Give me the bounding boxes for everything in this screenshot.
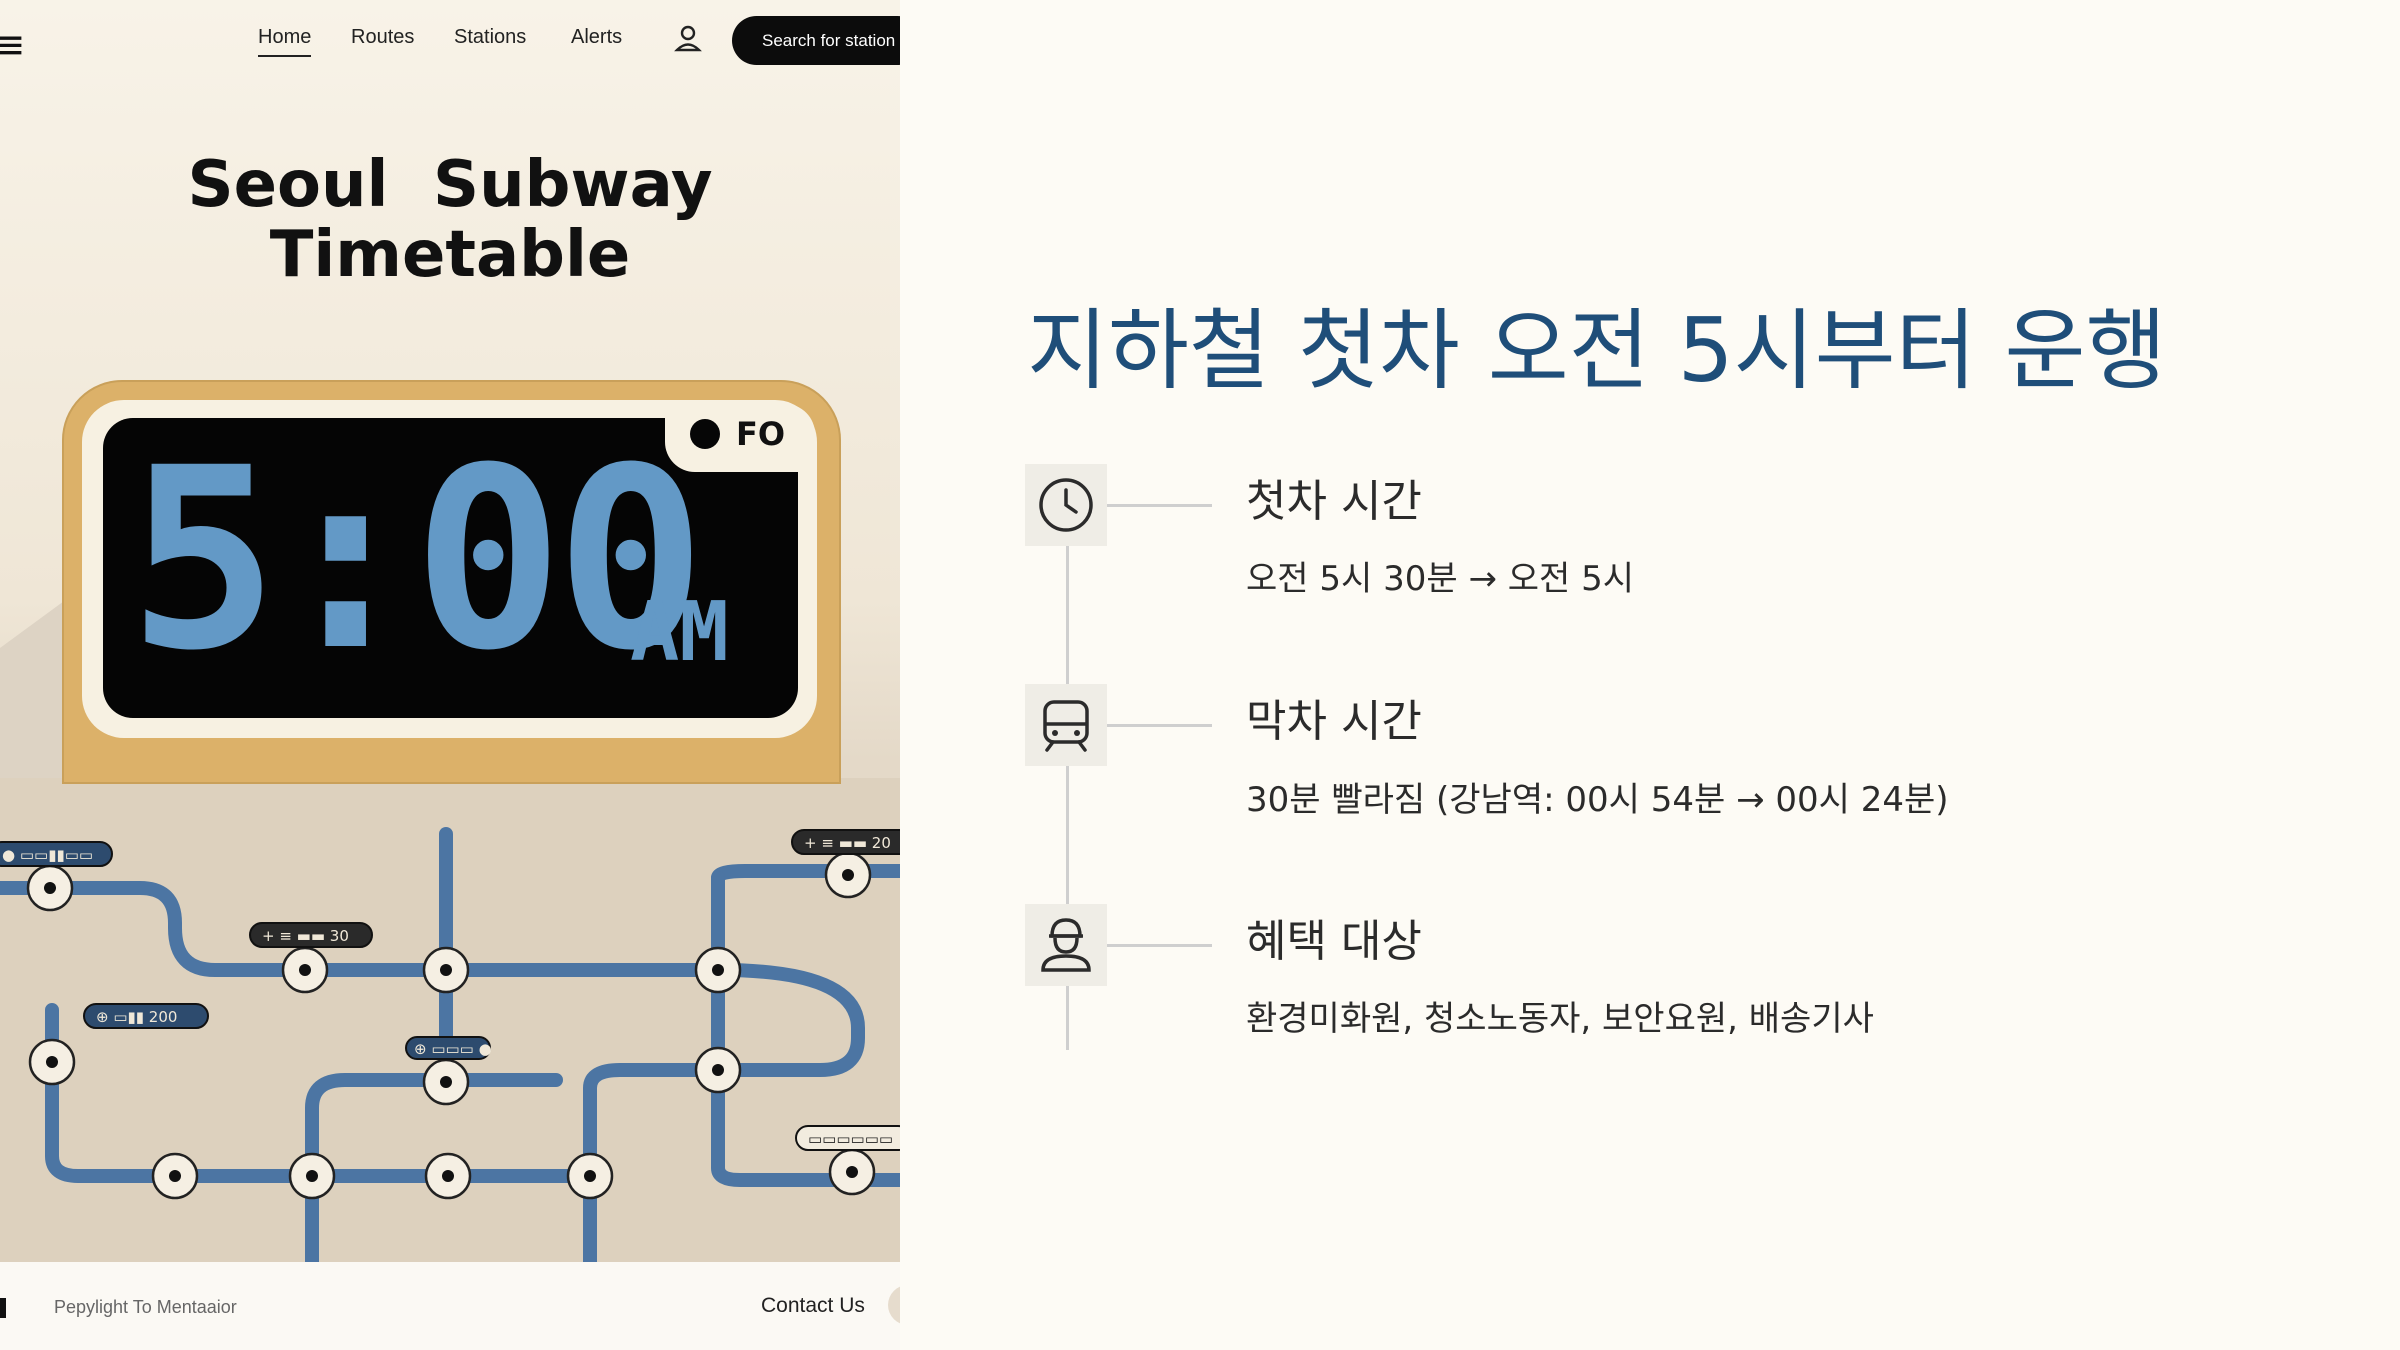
map-label: + ≡ ▬▬ 30 (249, 922, 373, 948)
footer-button-edge[interactable] (888, 1285, 900, 1325)
alarm-tab-label: FO (736, 415, 786, 453)
item-text-last-train: 30분 빨라짐 (강남역: 00시 54분 → 00시 24분) (1246, 780, 1949, 820)
search-station-button[interactable]: Search for station (732, 16, 900, 65)
station-marker (424, 1152, 472, 1200)
footer (0, 1262, 900, 1350)
logo-icon: ≡ (0, 22, 26, 68)
nav-home[interactable]: Home (258, 26, 312, 57)
item-heading-last-train: 막차 시간 (1246, 696, 1422, 747)
map-label: ● ▭▭▮▮▭▭ (0, 841, 113, 867)
item-heading-first-train: 첫차 시간 (1246, 476, 1422, 527)
top-nav: ≡ Home Routes Stations Alerts Search for… (0, 0, 900, 80)
map-line (305, 1073, 563, 1268)
clock-time: 5:00 (128, 414, 706, 705)
worker-icon (1041, 918, 1091, 972)
user-icon[interactable] (672, 22, 704, 54)
map-label-text: + ≡ ▬▬ 20 (804, 834, 891, 852)
map-line (711, 864, 900, 885)
map-label-text: ▭▭▭▭▭▭ (808, 1130, 893, 1148)
timeline-icon-box (1025, 904, 1107, 986)
timeline-connector (1107, 724, 1212, 727)
nav-stations[interactable]: Stations (454, 26, 527, 48)
item-heading-beneficiaries: 혜택 대상 (1246, 916, 1422, 967)
map-label-text: ● ▭▭▮▮▭▭ (2, 846, 93, 864)
hero-title-line2: Timetable (269, 218, 631, 292)
map-label: ▭▭▭▭▭▭ (795, 1125, 900, 1151)
hero-title-line1: Seoul Subway (187, 148, 713, 222)
map-label-text: ⊕ ▭▮▮ 200 (96, 1008, 177, 1026)
map-label: ⊕ ▭▭▭ ● (405, 1036, 492, 1060)
item-text-beneficiaries: 환경미화원, 청소노동자, 보안요원, 배송기사 (1246, 999, 1874, 1039)
subway-map: ● ▭▭▮▮▭▭ + ≡ ▬▬ 30 ⊕ ▭▮▮ 200 ⊕ ▭▭▭ ● + ≡… (0, 827, 900, 1268)
item-text-first-train: 오전 5시 30분 → 오전 5시 (1246, 559, 1635, 599)
station-marker (828, 1148, 876, 1196)
station-marker (566, 1152, 614, 1200)
timeline-connector (1107, 944, 1212, 947)
station-marker (694, 946, 742, 994)
train-icon (1043, 700, 1089, 752)
station-marker (694, 1046, 742, 1094)
timeline-connector (1107, 504, 1212, 507)
station-marker (281, 946, 329, 994)
station-marker (288, 1152, 336, 1200)
timeline-line (1066, 490, 1069, 1050)
station-marker (151, 1152, 199, 1200)
footer-copyright: Pepylight To Mentaaior (54, 1297, 237, 1317)
station-markers (26, 851, 876, 1200)
map-label: ⊕ ▭▮▮ 200 (83, 1003, 209, 1029)
station-marker (422, 946, 470, 994)
station-marker (26, 864, 74, 912)
map-label: + ≡ ▬▬ 20 (791, 829, 900, 855)
station-marker (422, 1058, 470, 1106)
slide-title: 지하철 첫차 오전 5시부터 운행 (1027, 299, 2167, 402)
hero-title: Seoul Subway Timetable (0, 150, 900, 290)
map-line (45, 1003, 602, 1183)
map-line (583, 1063, 727, 1268)
station-marker (824, 851, 872, 899)
nav-alerts[interactable]: Alerts (571, 26, 623, 48)
website-screenshot: ≡ Home Routes Stations Alerts Search for… (0, 0, 900, 1350)
timeline-icon-box (1025, 464, 1107, 546)
alarm-indicator-dot (690, 419, 720, 449)
station-marker (28, 1038, 76, 1086)
footer-logo-mark (0, 1298, 6, 1318)
clock-icon (1039, 478, 1093, 532)
timeline-icon-box (1025, 684, 1107, 766)
map-line (711, 871, 900, 1187)
nav-routes[interactable]: Routes (351, 26, 415, 48)
contact-us-link[interactable]: Contact Us (761, 1294, 865, 1317)
map-label-text: ⊕ ▭▭▭ ● (414, 1040, 492, 1058)
clock-ampm: AM (630, 585, 729, 680)
map-label-text: + ≡ ▬▬ 30 (262, 927, 349, 945)
